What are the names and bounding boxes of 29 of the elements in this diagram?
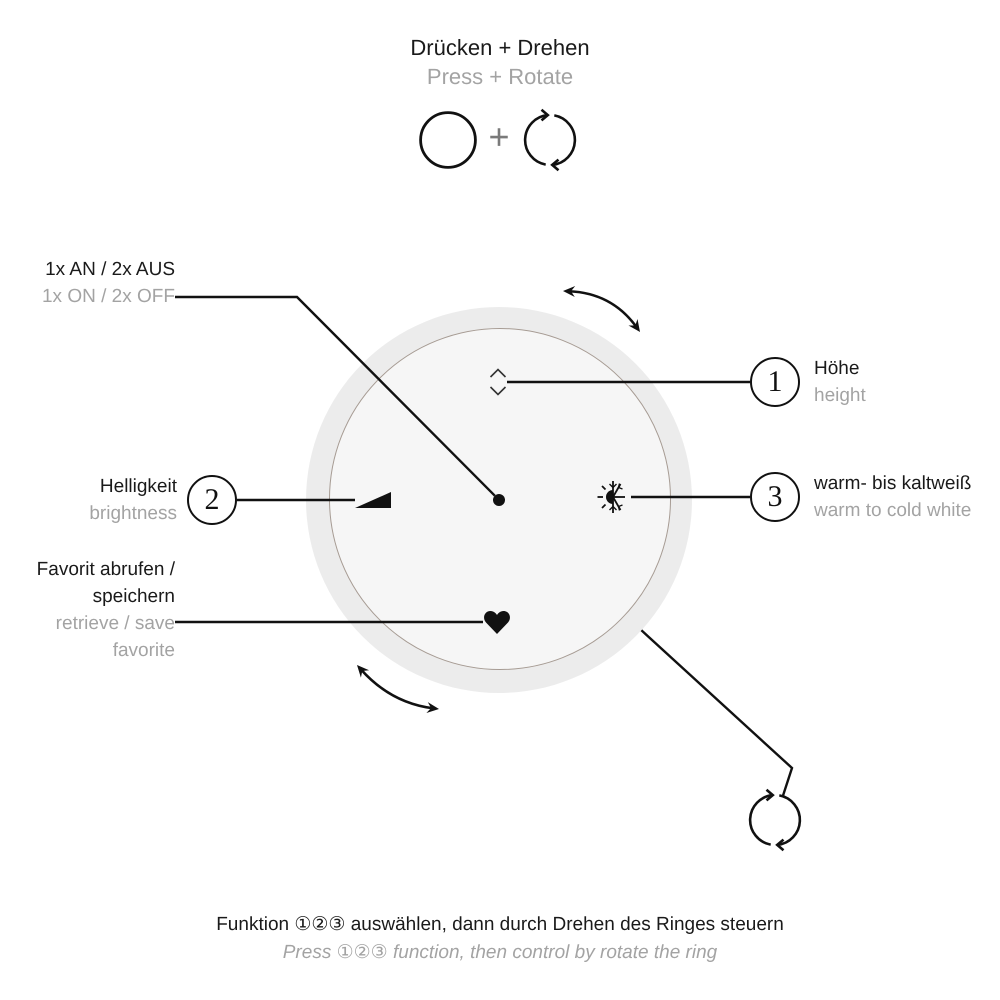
heart-icon (483, 609, 511, 635)
callout-translation: height (814, 384, 866, 408)
leader-line (631, 496, 750, 498)
leader-line (175, 296, 496, 497)
leader-line (175, 620, 483, 624)
instruction-translation: Press ①②③ function, then control by rotate the ring (282, 941, 718, 965)
callout-number: 2 (187, 475, 237, 525)
leader-line (640, 629, 794, 797)
callout-translation: warm to cold white (814, 499, 972, 523)
rotate-icon (748, 788, 802, 852)
callout-label: Favorit abrufen / speichern (36, 558, 175, 609)
callout-label: 1x AN / 2x AUS (45, 258, 175, 282)
callout-translation: 1x ON / 2x OFF (42, 285, 175, 309)
up-down-chevron-icon (489, 367, 507, 397)
subtitle: Press + Rotate (426, 63, 574, 91)
leader-line (237, 498, 355, 502)
callout-label: Höhe (814, 357, 860, 381)
callout-number: 3 (750, 472, 800, 522)
callout-translation: brightness (89, 502, 177, 526)
leader-line (507, 380, 750, 384)
instruction-text: Funktion ①②③ auswählen, dann durch Drehen des Ringes steuern (216, 913, 784, 937)
brightness-wedge-icon (355, 492, 391, 508)
dot-icon (493, 494, 505, 506)
plus-sign: + (488, 117, 510, 157)
callout-number: 1 (750, 357, 800, 407)
callout-label: warm- bis kaltweiß (814, 472, 972, 496)
callout-label: Helligkeit (100, 475, 177, 499)
callout-translation: retrieve / save favorite (54, 612, 175, 663)
title: Drücken + Drehen (410, 34, 590, 62)
